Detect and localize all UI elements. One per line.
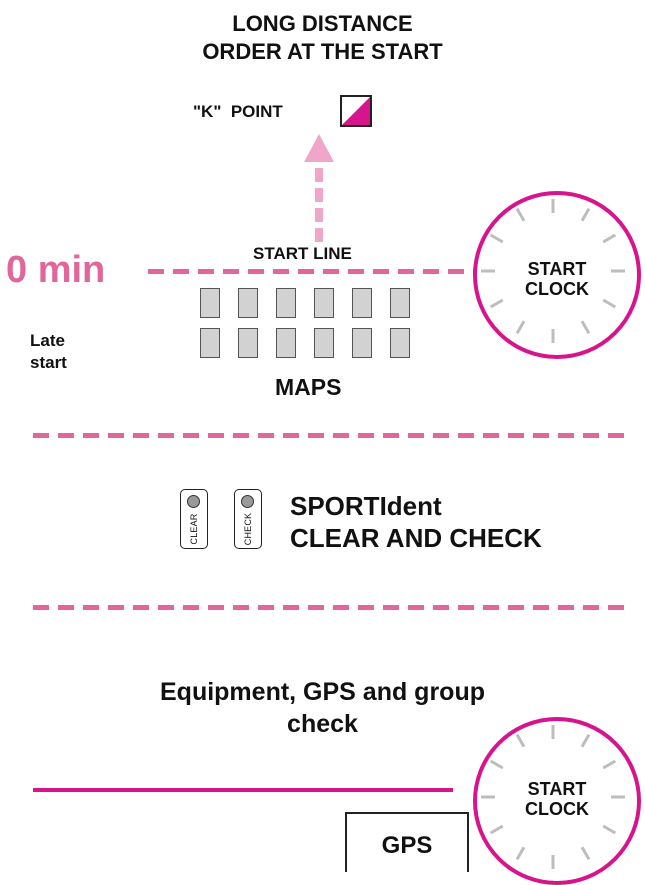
map-sheet	[314, 328, 334, 358]
check-unit-label: CHECK	[243, 512, 253, 546]
clock-tick	[580, 320, 591, 335]
check-unit-light	[241, 495, 254, 508]
map-sheet	[314, 288, 334, 318]
clock-tick	[515, 320, 526, 335]
clock-tick	[489, 824, 504, 835]
map-sheet	[238, 288, 258, 318]
equipment-check-line1: Equipment, GPS and group	[160, 678, 485, 706]
clock-tick	[602, 824, 617, 835]
sportident-clear-unit: CLEAR	[180, 489, 208, 549]
clock-tick	[515, 207, 526, 222]
clock-tick	[489, 759, 504, 770]
clock-ticks-top	[481, 199, 625, 343]
map-sheet	[390, 328, 410, 358]
map-sheet	[200, 288, 220, 318]
clock-tick	[515, 733, 526, 748]
arrow-to-k-point	[303, 134, 335, 246]
separator-dashes-1	[33, 433, 633, 438]
equipment-check-line2: check	[287, 710, 358, 738]
equipment-line	[33, 788, 453, 792]
clear-unit-label: CLEAR	[189, 513, 199, 545]
clock-tick	[489, 298, 504, 309]
start-line-dashes	[148, 269, 478, 274]
clear-unit-light	[187, 495, 200, 508]
clock-ticks-bottom	[481, 725, 625, 869]
clock-tick	[602, 298, 617, 309]
clock-tick	[489, 233, 504, 244]
start-clock-top-line2: CLOCK	[525, 279, 589, 299]
clock-tick	[580, 733, 591, 748]
separator-dashes-2	[33, 605, 633, 610]
maps-label: MAPS	[275, 374, 342, 400]
clock-tick	[515, 846, 526, 861]
page-title-line1: LONG DISTANCE	[232, 11, 413, 36]
sportident-check-unit: CHECK	[234, 489, 262, 549]
k-point-label: "K" POINT	[193, 102, 283, 121]
start-clock-bottom: START CLOCK	[473, 717, 641, 885]
zero-min-label: 0 min	[6, 249, 106, 291]
map-sheet	[352, 328, 372, 358]
map-sheet	[276, 328, 296, 358]
clock-tick	[602, 233, 617, 244]
maps-grid	[200, 288, 415, 368]
late-start-line2: start	[30, 353, 67, 372]
sportident-title: SPORTIdent	[290, 491, 442, 521]
clock-tick	[580, 207, 591, 222]
control-flag-icon	[340, 95, 372, 127]
start-clock-top-line1: START	[527, 259, 587, 279]
map-sheet	[390, 288, 410, 318]
clock-tick	[602, 759, 617, 770]
map-sheet	[238, 328, 258, 358]
late-start-line1: Late	[30, 331, 65, 350]
gps-box: GPS	[345, 812, 469, 872]
page-title-line2: ORDER AT THE START	[202, 39, 443, 64]
clock-tick	[580, 846, 591, 861]
start-clock-bottom-line1: START	[527, 779, 587, 799]
map-sheet	[352, 288, 372, 318]
start-clock-top: START CLOCK	[473, 191, 641, 359]
start-clock-bottom-line2: CLOCK	[525, 799, 589, 819]
sportident-subtitle: CLEAR AND CHECK	[290, 523, 542, 553]
map-sheet	[200, 328, 220, 358]
map-sheet	[276, 288, 296, 318]
start-line-label: START LINE	[253, 244, 352, 263]
